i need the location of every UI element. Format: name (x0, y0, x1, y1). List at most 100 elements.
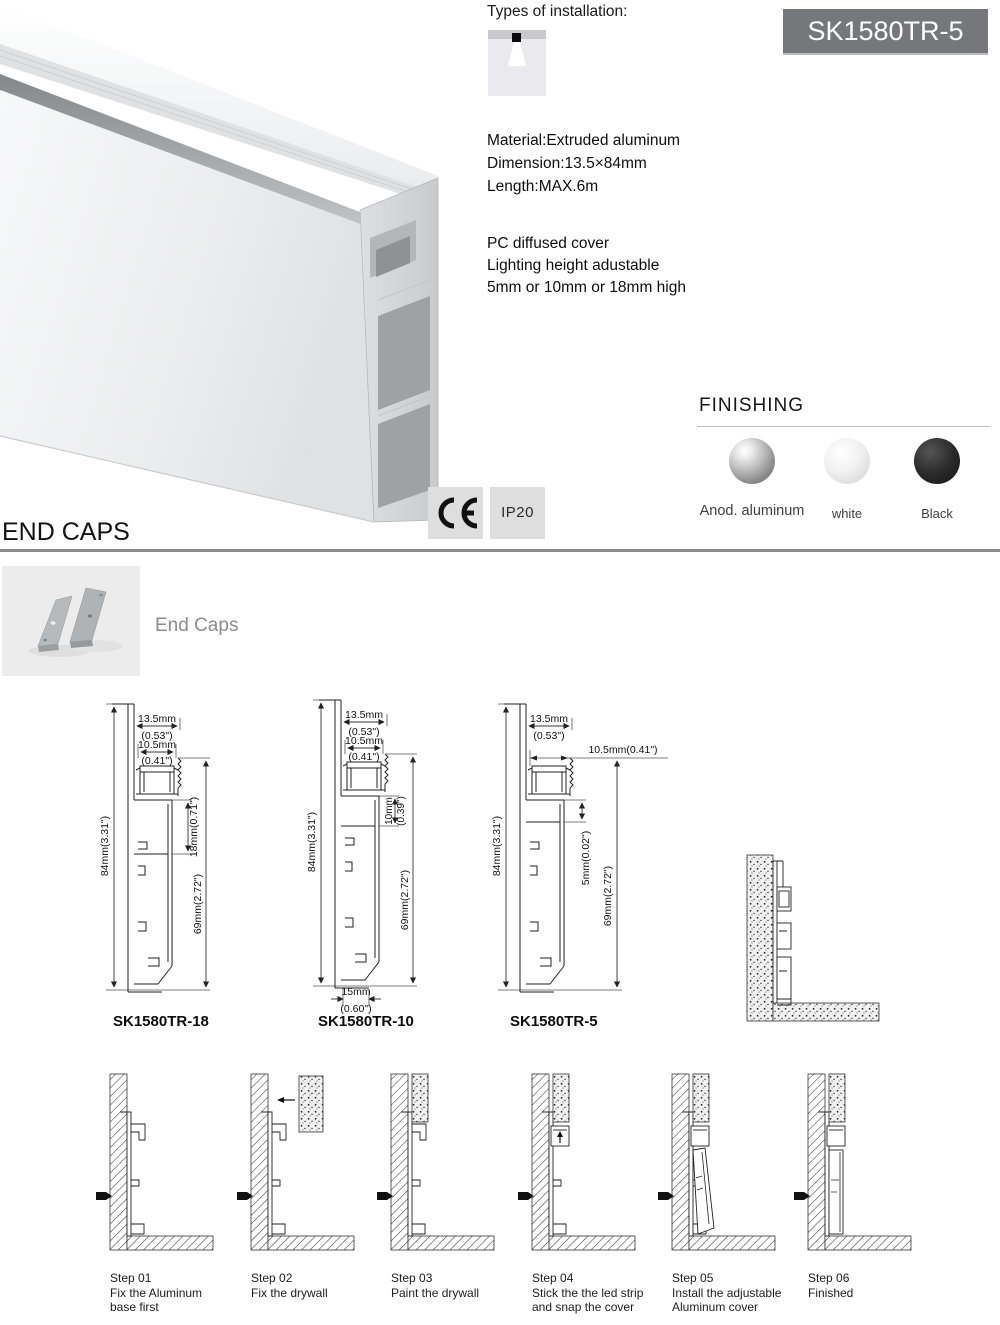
dim-label: (0.41") (348, 751, 379, 763)
dim-label: (0.53") (533, 730, 564, 742)
led-channel (690, 1125, 710, 1147)
profile-outline (319, 699, 389, 989)
drywall-block (298, 1075, 324, 1133)
endcaps-label: End Caps (155, 615, 239, 636)
step-title: Step 03 (391, 1271, 433, 1285)
profile-groove (0, 74, 360, 224)
dim-label: 13.5mm (138, 713, 176, 725)
step-diagram-4 (518, 1073, 636, 1251)
endcap-1-edge (38, 644, 59, 652)
dim-label: 10.5mm (138, 739, 176, 751)
ip20-badge: IP20 (490, 487, 545, 539)
dim-label: 5mm(0.02") (580, 831, 592, 886)
step-caption-5: Step 05 Install the adjustable Aluminum … (672, 1271, 804, 1315)
step-title: Step 04 (532, 1271, 574, 1285)
spec-material: Material:Extruded aluminum (487, 132, 680, 149)
drawing-label-3: SK1580TR-5 (510, 1013, 598, 1030)
technical-drawing-sk1580tr-10: 84mm(3.31") 13.5mm (0.53") 10.5mm (0.41"… (306, 699, 417, 1014)
dim-label: 13.5mm (345, 709, 383, 721)
ce-badge (428, 487, 483, 539)
drywall-block (411, 1073, 429, 1123)
spec-block-1: Material:Extruded aluminum Dimension:13.… (487, 129, 680, 198)
step-diagram-5 (658, 1073, 776, 1251)
corner-detail-diagram (746, 854, 880, 1022)
product-photo (0, 4, 439, 523)
step-desc: Stick the the led strip and snap the cov… (532, 1285, 644, 1315)
ce-mark-icon (438, 497, 477, 529)
screw-icon (237, 1192, 253, 1200)
section-divider (0, 549, 1000, 552)
drywall-block (692, 1073, 710, 1123)
dim-label: 84mm(3.31") (306, 812, 318, 872)
finish-label-white: white (831, 506, 863, 521)
finishing-title: FINISHING (699, 395, 805, 416)
finish-swatch-black (914, 438, 960, 484)
finish-label-black: Black (921, 506, 953, 521)
cut-cavity-2 (378, 404, 430, 508)
step-desc: Paint the drywall (391, 1285, 480, 1300)
step-diagram-1 (96, 1073, 214, 1251)
step-caption-2: Step 02 Fix the drywall (251, 1271, 383, 1300)
dim-label: (0.53") (348, 726, 379, 738)
cut-cavity-1 (378, 296, 430, 410)
finish-label-anodized: Anod. aluminum (699, 503, 805, 519)
step-diagram-2 (237, 1073, 355, 1251)
dim-label: 15mm (341, 986, 370, 998)
finish-swatch-white (824, 438, 870, 484)
step-title: Step 06 (808, 1271, 850, 1285)
spec-height-note-2: 5mm or 10mm or 18mm high (487, 279, 686, 296)
screw-icon (658, 1192, 674, 1200)
step-title: Step 05 (672, 1271, 714, 1285)
step-title: Step 02 (251, 1271, 293, 1285)
drawing-label-1: SK1580TR-18 (113, 1013, 209, 1030)
spec-cover: PC diffused cover (487, 235, 610, 252)
endcap-2-edge (70, 640, 93, 648)
arrow-left-icon (277, 1097, 284, 1103)
installation-type-icon (488, 30, 546, 96)
screw-icon (96, 1192, 112, 1200)
drawing-label-2: SK1580TR-10 (318, 1013, 414, 1030)
finish-swatch-anodized (729, 438, 775, 484)
endcap-2 (69, 587, 107, 643)
drywall-block (828, 1073, 846, 1123)
arrow-up-icon (557, 1131, 563, 1137)
dim-label: 69mm(2.72") (192, 874, 204, 934)
endcaps-image (29, 587, 123, 657)
step-title: Step 01 (110, 1271, 152, 1285)
step-caption-1: Step 01 Fix the Aluminum base first (110, 1271, 242, 1315)
profile-outline (112, 703, 182, 993)
step-caption-4: Step 04 Stick the the led strip and snap… (532, 1271, 664, 1315)
endcaps-section-title: END CAPS (2, 518, 130, 546)
dim-label: (0.53") (141, 730, 172, 742)
led-channel (826, 1125, 846, 1147)
screw-icon (518, 1192, 534, 1200)
step-desc: Fix the drywall (251, 1285, 328, 1300)
step-desc: Fix the Aluminum base first (110, 1285, 203, 1315)
screw-icon (794, 1192, 810, 1200)
spec-dimension: Dimension:13.5×84mm (487, 155, 647, 172)
profile-top-face (0, 4, 438, 194)
dim-label: 10.5mm (345, 735, 383, 747)
dim-label: 10.5mm(0.41") (588, 744, 657, 756)
step-caption-6: Step 06 Finished (808, 1271, 940, 1300)
spec-length: Length:MAX.6m (487, 178, 599, 195)
endcaps-thumbnail (2, 566, 140, 676)
spec-block-2: PC diffused cover Lighting height adusta… (487, 233, 686, 299)
cut-led-cavity (376, 236, 410, 277)
step-diagram-3 (377, 1073, 495, 1251)
spec-height-note-1: Lighting height adustable (487, 257, 660, 274)
step-diagram-6 (794, 1073, 912, 1251)
dim-label: 10mm (384, 797, 395, 825)
endcap-1 (37, 595, 73, 647)
model-badge: SK1580TR-5 (783, 9, 988, 55)
fixture-dot (512, 33, 521, 42)
step-desc: Finished (808, 1285, 854, 1300)
dim-label: 18mm(0.71") (188, 797, 200, 857)
dim-label: 84mm(3.31") (99, 816, 111, 876)
dim-label: 84mm(3.31") (491, 816, 503, 876)
dim-label: (0.60") (340, 1003, 371, 1014)
finishing-divider (697, 426, 990, 427)
dim-label: (0.39") (396, 796, 407, 826)
tilted-cover (692, 1147, 715, 1235)
profile-outline (504, 703, 574, 993)
